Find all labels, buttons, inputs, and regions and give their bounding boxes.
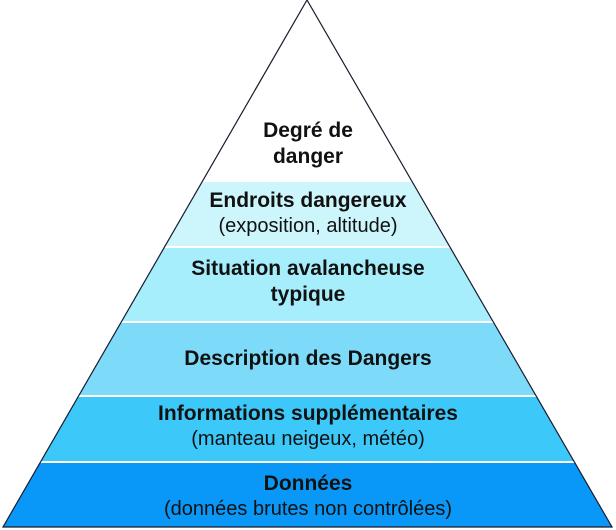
level-endroits-dangereux: Endroits dangereux (exposition, altitude… (0, 188, 616, 238)
pyramid-band-5 (3, 463, 612, 527)
level-title: Informations supplémentaires (158, 402, 458, 425)
level-description-dangers: Description des Dangers (0, 346, 616, 372)
level-donnees: Données (données brutes non contrôlées) (0, 471, 616, 521)
level-title-line2: danger (272, 144, 343, 168)
pyramid-band-0 (202, 0, 413, 182)
level-title: Degré de (263, 119, 353, 142)
level-subtitle: (exposition, altitude) (218, 214, 398, 237)
level-degre-de-danger: Degré de danger (0, 118, 616, 169)
level-title: Situation avalancheuse (191, 257, 425, 280)
pyramid-band-1 (163, 182, 451, 248)
pyramid-band-3 (77, 323, 537, 397)
level-title: Endroits dangereux (209, 189, 407, 212)
pyramid-band-4 (39, 397, 575, 463)
level-informations-supplementaires: Informations supplémentaires (manteau ne… (0, 401, 616, 451)
level-title: Description des Dangers (184, 347, 432, 370)
level-situation-avalancheuse: Situation avalancheuse typique (0, 256, 616, 307)
level-title: Données (263, 472, 353, 495)
level-subtitle: (manteau neigeux, météo) (191, 427, 425, 450)
pyramid-band-2 (120, 248, 494, 323)
level-subtitle: (données brutes non contrôlées) (164, 497, 452, 520)
level-title-line2: typique (270, 282, 346, 306)
